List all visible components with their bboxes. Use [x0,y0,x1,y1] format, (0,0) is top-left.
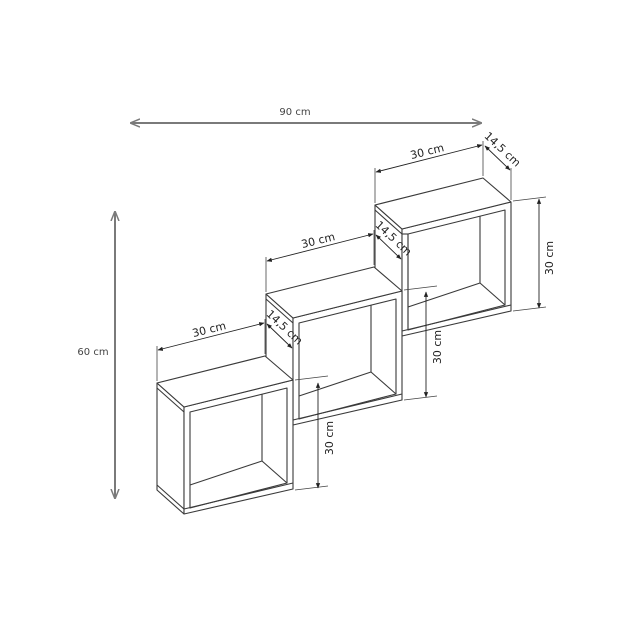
shelf-box-middle [265,266,403,426]
overall-width-label: 90 cm [279,107,310,118]
overall-width-dimension: 90 cm [131,107,481,123]
overall-height-label: 60 cm [77,347,108,358]
shelf-box-upper-right [374,177,512,337]
box1-height-label: 30 cm [323,421,336,455]
shelf-box-lower-left [156,355,294,515]
overall-height-dimension: 60 cm [77,212,115,498]
box3-height-label: 30 cm [543,241,556,275]
box3-depth-label: 14,5 cm [482,129,524,169]
box2-height-label: 30 cm [431,330,444,364]
